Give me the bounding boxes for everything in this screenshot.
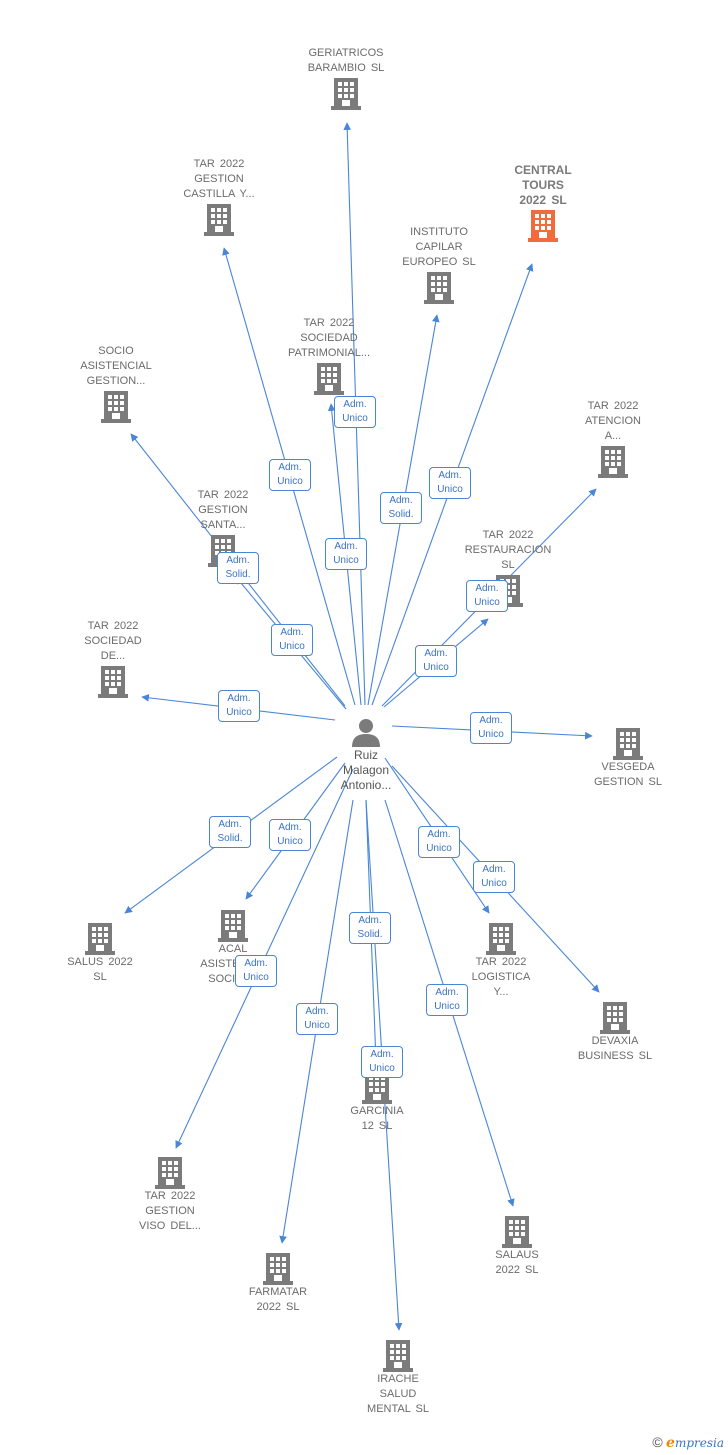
company-node-logistica[interactable]: TAR 2022 LOGISTICA Y... bbox=[441, 921, 561, 1000]
role-tag: Adm. Solid. bbox=[217, 552, 259, 584]
company-node-sociedad_de[interactable]: TAR 2022 SOCIEDAD DE... bbox=[53, 619, 173, 698]
role-tag: Adm. Unico bbox=[473, 861, 515, 893]
company-name: FARMATAR 2022 SL bbox=[248, 1286, 308, 1313]
building-icon bbox=[263, 1251, 293, 1285]
building-icon bbox=[314, 361, 344, 395]
role-tag: Adm. Unico bbox=[271, 624, 313, 656]
company-name: CENTRAL TOURS 2022 SL bbox=[514, 163, 572, 207]
brand-logo: empresia bbox=[666, 1435, 724, 1451]
company-name: GARCINIA 12 SL bbox=[350, 1105, 404, 1132]
company-node-garcinia[interactable]: GARCINIA 12 SL bbox=[317, 1070, 437, 1134]
company-name: TAR 2022 GESTION VISO DEL... bbox=[139, 1190, 201, 1232]
company-node-castilla[interactable]: TAR 2022 GESTION CASTILLA Y... bbox=[159, 157, 279, 236]
role-tag: Adm. Unico bbox=[361, 1046, 403, 1078]
building-icon bbox=[598, 444, 628, 478]
company-name: TAR 2022 LOGISTICA Y... bbox=[471, 956, 531, 998]
company-node-patrimonial[interactable]: TAR 2022 SOCIEDAD PATRIMONIAL... bbox=[269, 316, 389, 395]
company-node-farmatar[interactable]: FARMATAR 2022 SL bbox=[218, 1251, 338, 1315]
role-tag: Adm. Unico bbox=[418, 826, 460, 858]
company-node-santa[interactable]: TAR 2022 GESTION SANTA... bbox=[163, 488, 283, 567]
company-name: IRACHE SALUD MENTAL SL bbox=[367, 1373, 429, 1415]
role-tag: Adm. Unico bbox=[235, 955, 277, 987]
building-icon bbox=[502, 1214, 532, 1248]
company-name: DEVAXIA BUSINESS SL bbox=[577, 1035, 653, 1062]
company-node-restauracion[interactable]: TAR 2022 RESTAURACION SL bbox=[448, 528, 568, 607]
person-node[interactable]: Ruiz Malagon Antonio... bbox=[316, 716, 416, 793]
building-icon bbox=[331, 76, 361, 110]
footer-brand[interactable]: © empresia bbox=[652, 1434, 724, 1451]
company-name: VESGEDA GESTION SL bbox=[593, 761, 663, 788]
company-node-salus[interactable]: SALUS 2022 SL bbox=[40, 921, 160, 985]
company-name: TAR 2022 ATENCION A... bbox=[584, 400, 642, 442]
building-icon bbox=[218, 908, 248, 942]
role-tag: Adm. Solid. bbox=[209, 816, 251, 848]
company-name: GERIATRICOS BARAMBIO SL bbox=[307, 47, 385, 74]
role-tag: Adm. Solid. bbox=[380, 492, 422, 524]
role-tag: Adm. Unico bbox=[466, 580, 508, 612]
building-icon bbox=[613, 726, 643, 760]
building-icon bbox=[204, 202, 234, 236]
role-tag: Adm. Solid. bbox=[349, 912, 391, 944]
company-name: TAR 2022 GESTION SANTA... bbox=[197, 489, 249, 531]
company-node-socio[interactable]: SOCIO ASISTENCIAL GESTION... bbox=[56, 344, 176, 423]
building-icon bbox=[101, 389, 131, 423]
company-node-viso[interactable]: TAR 2022 GESTION VISO DEL... bbox=[110, 1155, 230, 1234]
company-node-irache[interactable]: IRACHE SALUD MENTAL SL bbox=[338, 1338, 458, 1417]
role-tag: Adm. Unico bbox=[296, 1003, 338, 1035]
company-name: SOCIO ASISTENCIAL GESTION... bbox=[80, 345, 152, 387]
company-node-salaus[interactable]: SALAUS 2022 SL bbox=[457, 1214, 577, 1278]
role-tag: Adm. Unico bbox=[325, 538, 367, 570]
building-icon bbox=[528, 208, 558, 242]
building-icon bbox=[424, 270, 454, 304]
role-tag: Adm. Unico bbox=[415, 645, 457, 677]
company-name: SALUS 2022 SL bbox=[67, 956, 133, 983]
role-tag: Adm. Unico bbox=[470, 712, 512, 744]
person-name: Ruiz Malagon Antonio... bbox=[340, 748, 392, 792]
company-name: TAR 2022 SOCIEDAD PATRIMONIAL... bbox=[287, 317, 371, 359]
building-icon bbox=[600, 1000, 630, 1034]
company-node-devaxia[interactable]: DEVAXIA BUSINESS SL bbox=[555, 1000, 675, 1064]
company-name: TAR 2022 GESTION CASTILLA Y... bbox=[183, 158, 255, 200]
company-node-atencion[interactable]: TAR 2022 ATENCION A... bbox=[553, 399, 673, 478]
role-tag: Adm. Unico bbox=[218, 690, 260, 722]
company-name: TAR 2022 RESTAURACION SL bbox=[464, 529, 552, 571]
company-node-central[interactable]: CENTRAL TOURS 2022 SL bbox=[483, 163, 603, 242]
role-tag: Adm. Unico bbox=[269, 819, 311, 851]
building-icon bbox=[85, 921, 115, 955]
copyright-mark: © bbox=[652, 1434, 663, 1450]
role-tag: Adm. Unico bbox=[269, 459, 311, 491]
building-icon bbox=[486, 921, 516, 955]
company-node-instituto[interactable]: INSTITUTO CAPILAR EUROPEO SL bbox=[379, 225, 499, 304]
role-tag: Adm. Unico bbox=[429, 467, 471, 499]
company-node-vesgeda[interactable]: VESGEDA GESTION SL bbox=[568, 726, 688, 790]
company-name: INSTITUTO CAPILAR EUROPEO SL bbox=[402, 226, 476, 268]
building-icon bbox=[383, 1338, 413, 1372]
building-icon bbox=[98, 664, 128, 698]
company-name: TAR 2022 SOCIEDAD DE... bbox=[84, 620, 142, 662]
role-tag: Adm. Unico bbox=[426, 984, 468, 1016]
company-name: SALAUS 2022 SL bbox=[495, 1249, 539, 1276]
company-node-geriatricos[interactable]: GERIATRICOS BARAMBIO SL bbox=[286, 46, 406, 110]
building-icon bbox=[155, 1155, 185, 1189]
person-icon bbox=[352, 719, 380, 747]
role-tag: Adm. Unico bbox=[334, 396, 376, 428]
